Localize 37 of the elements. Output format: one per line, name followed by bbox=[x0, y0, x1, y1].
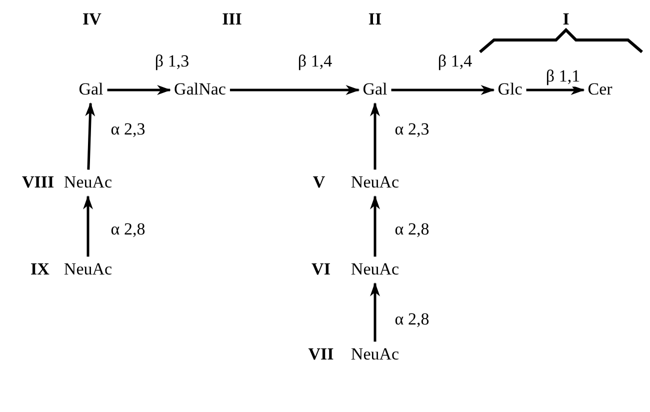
edge-label: α 2,8 bbox=[394, 220, 430, 240]
edge-label: β 1,1 bbox=[544, 68, 582, 86]
arrow bbox=[370, 195, 380, 257]
arrow bbox=[526, 85, 585, 95]
residue-number: VIII bbox=[22, 174, 54, 192]
arrow bbox=[230, 85, 360, 95]
residue-number: VII bbox=[308, 346, 334, 364]
edge-label: α 2,8 bbox=[394, 310, 430, 330]
residue-label: Glc bbox=[498, 80, 522, 100]
residue-label: NeuAc bbox=[350, 260, 400, 280]
residue-label: NeuAc bbox=[350, 174, 400, 192]
residue-number: II bbox=[368, 10, 382, 30]
arrow bbox=[391, 85, 495, 95]
residue-number: III bbox=[222, 10, 242, 30]
residue-number: VI bbox=[312, 260, 330, 280]
edge-label: α 2,3 bbox=[110, 120, 146, 140]
residue-label: GalNac bbox=[174, 80, 226, 100]
residue-number: I bbox=[562, 10, 570, 30]
arrow bbox=[370, 282, 380, 342]
residue-number: IX bbox=[30, 260, 50, 280]
arrow bbox=[107, 85, 172, 95]
residue-label: NeuAc bbox=[64, 174, 112, 192]
arrow bbox=[370, 102, 380, 170]
residue-label: NeuAc bbox=[350, 346, 400, 364]
residue-label: NeuAc bbox=[64, 260, 112, 280]
edge-label: α 2,3 bbox=[394, 120, 430, 140]
arrow bbox=[83, 195, 93, 257]
edge-label: β 1,4 bbox=[296, 52, 334, 72]
residue-label: Gal bbox=[362, 80, 388, 100]
residue-number: IV bbox=[82, 10, 102, 30]
arrow bbox=[85, 102, 96, 170]
edge-label: β 1,3 bbox=[154, 52, 190, 72]
residue-label: Gal bbox=[78, 80, 104, 100]
residue-number: V bbox=[312, 174, 326, 192]
residue-label: Cer bbox=[588, 80, 612, 100]
edge-label: α 2,8 bbox=[110, 220, 146, 240]
edge-label: β 1,4 bbox=[436, 52, 474, 72]
